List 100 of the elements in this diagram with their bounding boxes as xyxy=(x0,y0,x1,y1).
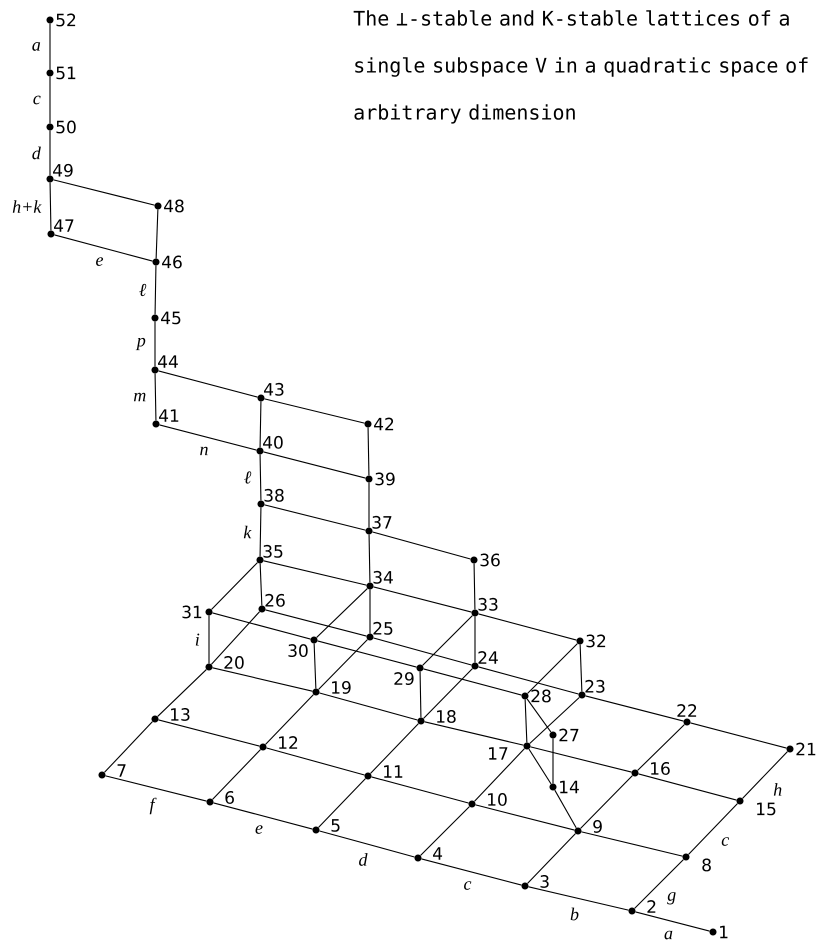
lattice-line xyxy=(421,858,522,886)
point-label: 48 xyxy=(164,200,184,212)
lattice-line xyxy=(316,588,368,638)
lattice-line xyxy=(690,722,787,749)
point-label: 40 xyxy=(263,436,283,449)
edge-label: d xyxy=(358,852,368,867)
point-label: 3 xyxy=(540,875,549,888)
point-label: 29 xyxy=(394,672,414,686)
point-label: 38 xyxy=(264,488,284,502)
lattice-line xyxy=(158,719,260,747)
lattice-line xyxy=(156,210,158,258)
lattice-line xyxy=(370,723,419,774)
lattice-line xyxy=(154,322,156,366)
lattice-line xyxy=(478,666,579,695)
point-label: 16 xyxy=(651,762,670,775)
lattice-line xyxy=(368,428,370,476)
point-label: 26 xyxy=(265,594,285,607)
point-label: 30 xyxy=(288,644,308,658)
point-label: 18 xyxy=(437,710,456,723)
edge-label: e xyxy=(94,256,104,267)
lattice-line xyxy=(424,721,524,746)
lattice-line xyxy=(212,612,311,640)
lattice-line xyxy=(319,692,418,721)
lattice-line xyxy=(265,694,314,745)
point-label: 37 xyxy=(372,516,392,529)
point-label: 12 xyxy=(279,736,298,749)
lattice-line xyxy=(420,806,470,856)
edge-label: c xyxy=(720,836,730,847)
point-label: 39 xyxy=(376,472,395,486)
edge-label: c xyxy=(462,880,472,891)
point-label: 43 xyxy=(264,382,284,396)
edge-label: m xyxy=(132,392,148,402)
edge-label: a xyxy=(30,41,42,52)
edge-label: c xyxy=(32,94,42,106)
lattice-line xyxy=(423,668,522,696)
point-label: 7 xyxy=(118,764,126,777)
lattice-line xyxy=(368,482,370,528)
lattice-line xyxy=(422,615,473,666)
lattice-line xyxy=(580,644,582,692)
lattice-line xyxy=(263,560,367,586)
point-label: 49 xyxy=(53,164,73,177)
lattice-line xyxy=(317,640,417,668)
edge-label: ℓ xyxy=(138,282,148,298)
lattice-line xyxy=(478,613,577,641)
lattice-line xyxy=(372,531,471,560)
point-label: 44 xyxy=(158,355,178,368)
lattice-line xyxy=(265,609,367,637)
lattice-line xyxy=(474,616,476,662)
lattice-line xyxy=(585,695,684,722)
lattice-line xyxy=(528,748,552,784)
lattice-line xyxy=(368,534,370,582)
point-label: 50 xyxy=(56,120,76,134)
point-label: 24 xyxy=(478,651,498,664)
lattice-line xyxy=(159,424,257,451)
lattice-line xyxy=(260,402,262,448)
edge-label: d xyxy=(30,146,42,160)
lattice-line xyxy=(49,130,51,176)
lattice-line xyxy=(105,775,207,802)
point-label: 11 xyxy=(384,765,402,778)
lattice-line xyxy=(369,590,371,634)
lattice-line xyxy=(314,644,316,688)
edge-label: g xyxy=(666,891,678,906)
point-label: 45 xyxy=(161,312,180,324)
point-label: 32 xyxy=(586,634,606,648)
lattice-line xyxy=(581,831,683,857)
point-label: 19 xyxy=(332,681,351,694)
lattice-line xyxy=(527,643,578,694)
lattice-line xyxy=(263,451,366,479)
lattice-line xyxy=(213,802,313,830)
lattice-line xyxy=(530,746,632,773)
point-label: 15 xyxy=(757,802,776,816)
point-label: 8 xyxy=(702,858,711,872)
lattice-line xyxy=(157,669,207,717)
point-label: 42 xyxy=(374,418,394,430)
point-label: 13 xyxy=(171,708,190,721)
lattice-line xyxy=(104,721,153,773)
lattice-line xyxy=(527,833,576,884)
lattice-line xyxy=(212,749,261,800)
lattice-line xyxy=(154,266,156,314)
lattice-line xyxy=(420,672,422,718)
lattice-line xyxy=(318,778,366,828)
lattice-line xyxy=(638,773,737,801)
point-label: 35 xyxy=(264,544,282,558)
edge-label: a xyxy=(663,930,674,940)
point-label: 27 xyxy=(559,728,578,742)
lattice-line xyxy=(154,374,156,420)
edge-label: i xyxy=(194,632,201,646)
lattice-line xyxy=(634,859,684,909)
point-label: 2 xyxy=(647,900,656,913)
edge-label: ℓ xyxy=(242,470,252,485)
lattice-line xyxy=(260,454,262,500)
point-label: 9 xyxy=(593,820,602,833)
lattice-line xyxy=(49,24,51,70)
point-label: 34 xyxy=(374,570,393,584)
point-label: 6 xyxy=(225,791,234,804)
lattice-line xyxy=(552,738,554,784)
point-label: 46 xyxy=(162,256,182,268)
lattice-line xyxy=(208,616,210,664)
lattice-line xyxy=(474,564,476,610)
point-label: 28 xyxy=(531,690,551,702)
